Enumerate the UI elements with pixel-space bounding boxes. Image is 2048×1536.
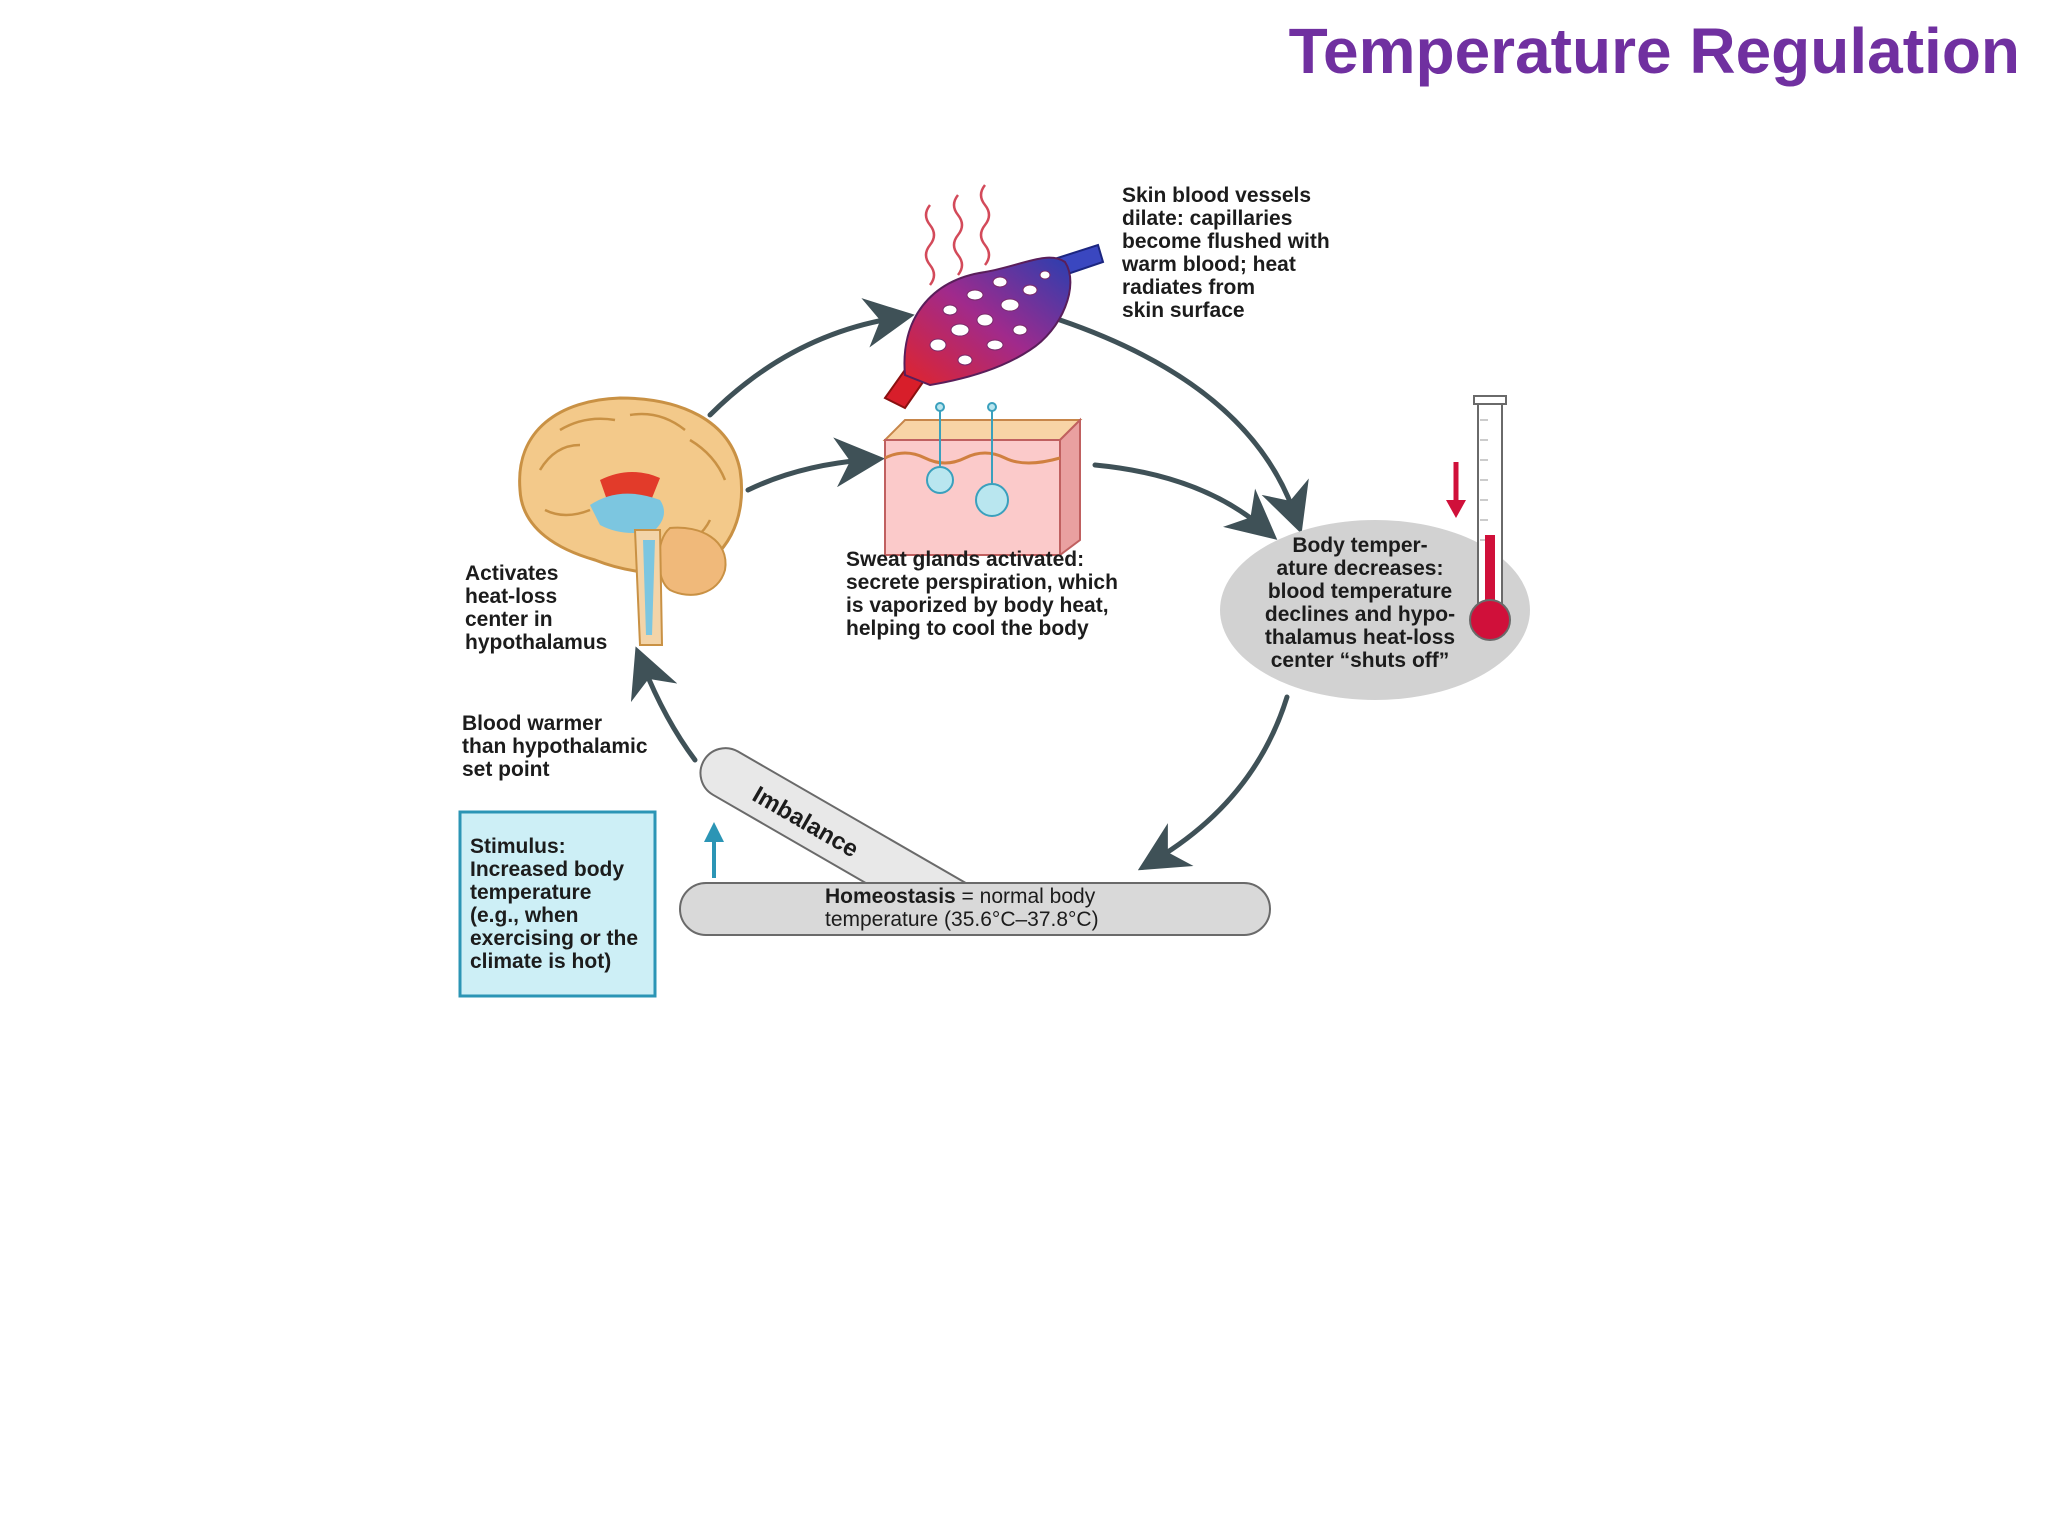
stimulus-label: Stimulus: Increased body temperature (e.… [470,835,638,973]
svg-text:warm blood; heat: warm blood; heat [1121,253,1296,276]
homeostasis-pill [679,882,1271,936]
arrow-sweat-to-body-temp [1092,462,1278,540]
sweat-glands-illustration [882,402,1083,557]
homeostasis-term: Homeostasis [825,885,956,908]
svg-text:skin surface: skin surface [1122,299,1245,322]
svg-text:temperature: temperature [470,881,591,904]
svg-text:dilate: capillaries: dilate: capillaries [1122,207,1292,230]
arrow-brain-to-sweat [745,437,885,493]
sweat-glands-label: Sweat glands activated: secrete perspira… [846,548,1118,640]
brain-icon [518,396,744,646]
svg-text:Body temper-: Body temper- [1292,534,1427,557]
arrow-brain-to-vessels [707,298,915,418]
skin-vessels-label: Skin blood vessels dilate: capillaries b… [1121,184,1330,322]
homeostasis-line2: temperature (35.6°C–37.8°C) [825,908,1099,931]
svg-text:Stimulus:: Stimulus: [470,835,566,858]
arrow-stimulus-to-brain [630,646,698,763]
svg-text:(e.g., when: (e.g., when [470,904,579,927]
svg-text:exercising or the: exercising or the [470,927,638,950]
page-title: Temperature Regulation [1288,15,2020,87]
svg-text:Skin blood vessels: Skin blood vessels [1122,184,1311,207]
arrow-body-temp-to-homeostasis [1137,694,1290,871]
temperature-down-arrow-icon [1446,462,1466,518]
svg-text:Sweat glands activated:: Sweat glands activated: [846,548,1084,571]
svg-text:is vaporized by body heat,: is vaporized by body heat, [846,594,1109,617]
svg-text:center in: center in [465,608,553,631]
svg-text:heat-loss: heat-loss [465,585,557,608]
svg-text:hypothalamus: hypothalamus [465,631,607,654]
svg-text:ature decreases:: ature decreases: [1277,557,1444,580]
svg-text:Blood warmer: Blood warmer [462,712,602,735]
cycle-arrows [630,298,1309,871]
svg-text:radiates from: radiates from [1122,276,1255,299]
stimulus-up-arrow-icon [704,822,724,878]
svg-text:Homeostasis = normal body: Homeostasis = normal body [825,885,1096,908]
svg-text:thalamus heat-loss: thalamus heat-loss [1265,626,1455,649]
svg-text:climate is hot): climate is hot) [470,950,611,973]
thermometer-icon [1469,395,1511,641]
svg-text:than hypothalamic: than hypothalamic [462,735,648,758]
arrow-vessels-to-body-temp [1057,317,1309,534]
svg-text:Increased body: Increased body [470,858,624,881]
svg-text:center “shuts off”: center “shuts off” [1271,649,1450,672]
svg-text:secrete perspiration, which: secrete perspiration, which [846,571,1118,594]
blood-warmer-label: Blood warmer than hypothalamic set point [462,712,648,781]
stimulus-box [458,810,657,998]
svg-text:declines and hypo-: declines and hypo- [1265,603,1455,626]
svg-text:set point: set point [462,758,550,781]
svg-text:Activates: Activates [465,562,558,585]
svg-text:blood temperature: blood temperature [1268,580,1452,603]
blood-vessels-illustration [883,184,1105,410]
svg-text:helping to cool the body: helping to cool the body [846,617,1089,640]
body-temp-label: Body temper- ature decreases: blood temp… [1265,534,1455,672]
body-temp-ellipse [1220,520,1530,700]
svg-text:become flushed with: become flushed with [1122,230,1330,253]
activates-label: Activates heat-loss center in hypothalam… [465,562,607,654]
heat-waves-icon [924,184,991,286]
homeostasis-rest: = normal body [956,885,1096,908]
